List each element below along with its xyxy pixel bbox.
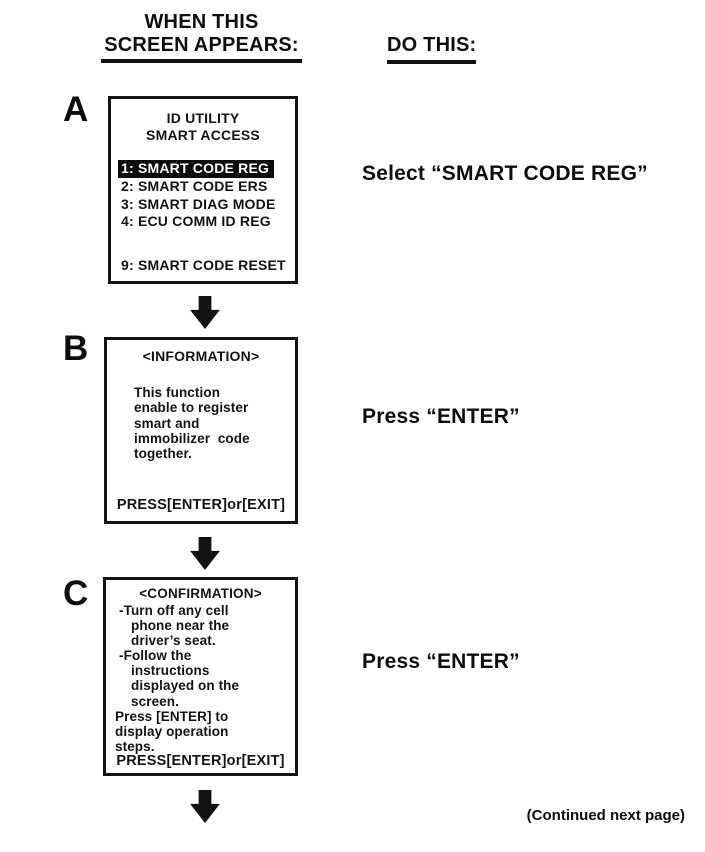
confirmation-line: instructions [131, 663, 210, 679]
down-arrow-icon [190, 537, 220, 570]
action-step-c: Press “ENTER” [362, 650, 520, 673]
step-label-b: B [63, 329, 89, 368]
tester-screen-c: <CONFIRMATION> -Turn off any cell phone … [103, 577, 298, 776]
screen-c-title: <CONFIRMATION> [139, 586, 262, 601]
confirmation-line: steps. [115, 738, 155, 754]
header-line-2: SCREEN APPEARS: [104, 33, 299, 56]
menu-item-smart-diag-mode: 3: SMART DIAG MODE [121, 195, 276, 212]
confirmation-line: displayed on the [131, 678, 240, 694]
when-this-screen-appears-header: WHEN THIS SCREEN APPEARS: [101, 11, 302, 63]
screen-b-body: This function enable to register smart a… [107, 385, 295, 461]
info-line: enable to register [134, 400, 249, 416]
action-step-a: Select “SMART CODE REG” [362, 162, 648, 185]
menu-item-smart-code-reset: 9: SMART CODE RESET [121, 256, 286, 273]
info-line: together. [134, 446, 192, 462]
screen-a-title-line-2: SMART ACCESS [146, 126, 260, 143]
confirmation-line: -Turn off any cell [119, 603, 229, 618]
info-line: immobilizer code [134, 430, 250, 446]
screen-b-title: <INFORMATION> [142, 348, 260, 364]
screen-a-title-line-1: ID UTILITY [166, 110, 240, 126]
confirmation-line: phone near the [131, 618, 230, 634]
tester-screen-a: ID UTILITY SMART ACCESS 1: SMART CODE RE… [108, 96, 298, 284]
menu-item-ecu-comm-id-reg: 4: ECU COMM ID REG [121, 213, 271, 230]
press-enter-or-exit-label: PRESS[ENTER]or[EXIT] [116, 753, 285, 769]
step-label-a: A [63, 90, 89, 129]
do-this-header: DO THIS: [387, 34, 477, 64]
continued-next-page-note: (Continued next page) [526, 807, 685, 824]
info-line: smart and [134, 415, 200, 431]
screen-c-body: -Turn off any cell phone near the driver… [106, 603, 295, 754]
confirmation-line: Press [ENTER] to [115, 708, 229, 724]
step-label-c: C [63, 574, 89, 613]
menu-item-smart-code-ers: 2: SMART CODE ERS [121, 178, 268, 195]
header-line-1: WHEN THIS [144, 11, 259, 33]
confirmation-line: -Follow the [119, 648, 192, 664]
info-line: This function [134, 385, 221, 400]
selected-menu-item-highlight: 1: SMART CODE REG [118, 160, 275, 179]
press-enter-or-exit-label: PRESS[ENTER]or[EXIT] [116, 497, 286, 513]
down-arrow-icon [190, 790, 220, 823]
menu-item-smart-code-reg: 1: SMART CODE REG [118, 160, 295, 179]
down-arrow-icon [190, 296, 220, 329]
screen-a-title: ID UTILITY SMART ACCESS [111, 99, 295, 143]
screen-a-menu: 1: SMART CODE REG 2: SMART CODE ERS 3: S… [111, 160, 295, 274]
action-step-b: Press “ENTER” [362, 405, 520, 428]
tester-screen-b: <INFORMATION> This function enable to re… [104, 337, 298, 524]
confirmation-line: display operation [115, 723, 229, 739]
confirmation-line: screen. [131, 693, 179, 709]
confirmation-line: driver’s seat. [131, 633, 216, 649]
